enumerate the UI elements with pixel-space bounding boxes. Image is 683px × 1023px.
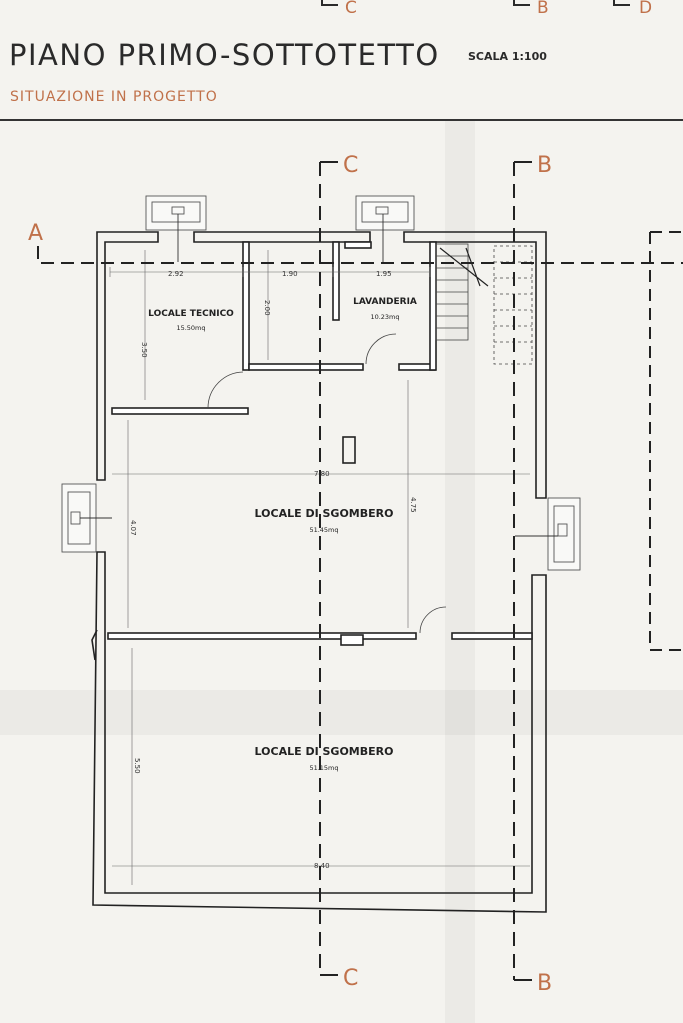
- dimension-texts: 2.92 1.90 1.95 7.80 8.40 3.50 2.00 4.75 …: [129, 270, 417, 870]
- room-sgombero-1-name: LOCALE DI SGOMBERO: [255, 507, 394, 520]
- dim-mid-width: 7.80: [314, 470, 330, 478]
- dim-lavanderia-height: 2.00: [263, 300, 271, 316]
- top-markers: [321, 0, 630, 6]
- outer-walls: [91, 231, 547, 913]
- room-sgombero-1-area: 51.45mq: [309, 526, 338, 534]
- room-sgombero-2-name: LOCALE DI SGOMBERO: [255, 745, 394, 758]
- skylight-leaders: [80, 214, 558, 537]
- top-marker-d: D: [639, 0, 652, 18]
- door-swings: [207, 333, 447, 634]
- skylights: [61, 195, 581, 571]
- room-lavanderia-name: LAVANDERIA: [353, 297, 417, 307]
- plan-scale: SCALA 1:100: [468, 50, 547, 63]
- top-marker-c: C: [345, 0, 357, 18]
- plan-subtitle: SITUAZIONE IN PROGETTO: [10, 89, 218, 105]
- dim-left-height: 4.07: [129, 520, 137, 536]
- dim-bottom-width: 8.40: [314, 862, 330, 870]
- dim-tecnico-height: 3.50: [140, 342, 148, 358]
- section-c-top-label: C: [343, 153, 358, 178]
- room-tecnico-name: LOCALE TECNICO: [148, 309, 234, 319]
- dim-top-1: 2.92: [168, 270, 184, 278]
- top-marker-b: B: [537, 0, 549, 18]
- dim-mid-height: 4.75: [409, 497, 417, 513]
- plan-title: PIANO PRIMO-SOTTOTETTO: [9, 38, 440, 72]
- header-rule: [0, 119, 683, 121]
- dim-top-2: 1.90: [282, 270, 298, 278]
- room-lavanderia-area: 10.23mq: [370, 313, 399, 321]
- dim-top-3: 1.95: [376, 270, 392, 278]
- room-sgombero-2-area: 51.15mq: [309, 764, 338, 772]
- room-labels: LOCALE TECNICO 15.50mq LAVANDERIA 10.23m…: [148, 297, 417, 772]
- section-b-top-label: B: [537, 153, 552, 178]
- section-c-bottom-label: C: [343, 966, 358, 991]
- dim-bottom-height: 5.50: [133, 758, 141, 774]
- section-b-bottom-label: B: [537, 971, 552, 996]
- room-tecnico-area: 15.50mq: [176, 324, 205, 332]
- section-a-label: A: [28, 221, 43, 246]
- section-lines: [37, 161, 683, 981]
